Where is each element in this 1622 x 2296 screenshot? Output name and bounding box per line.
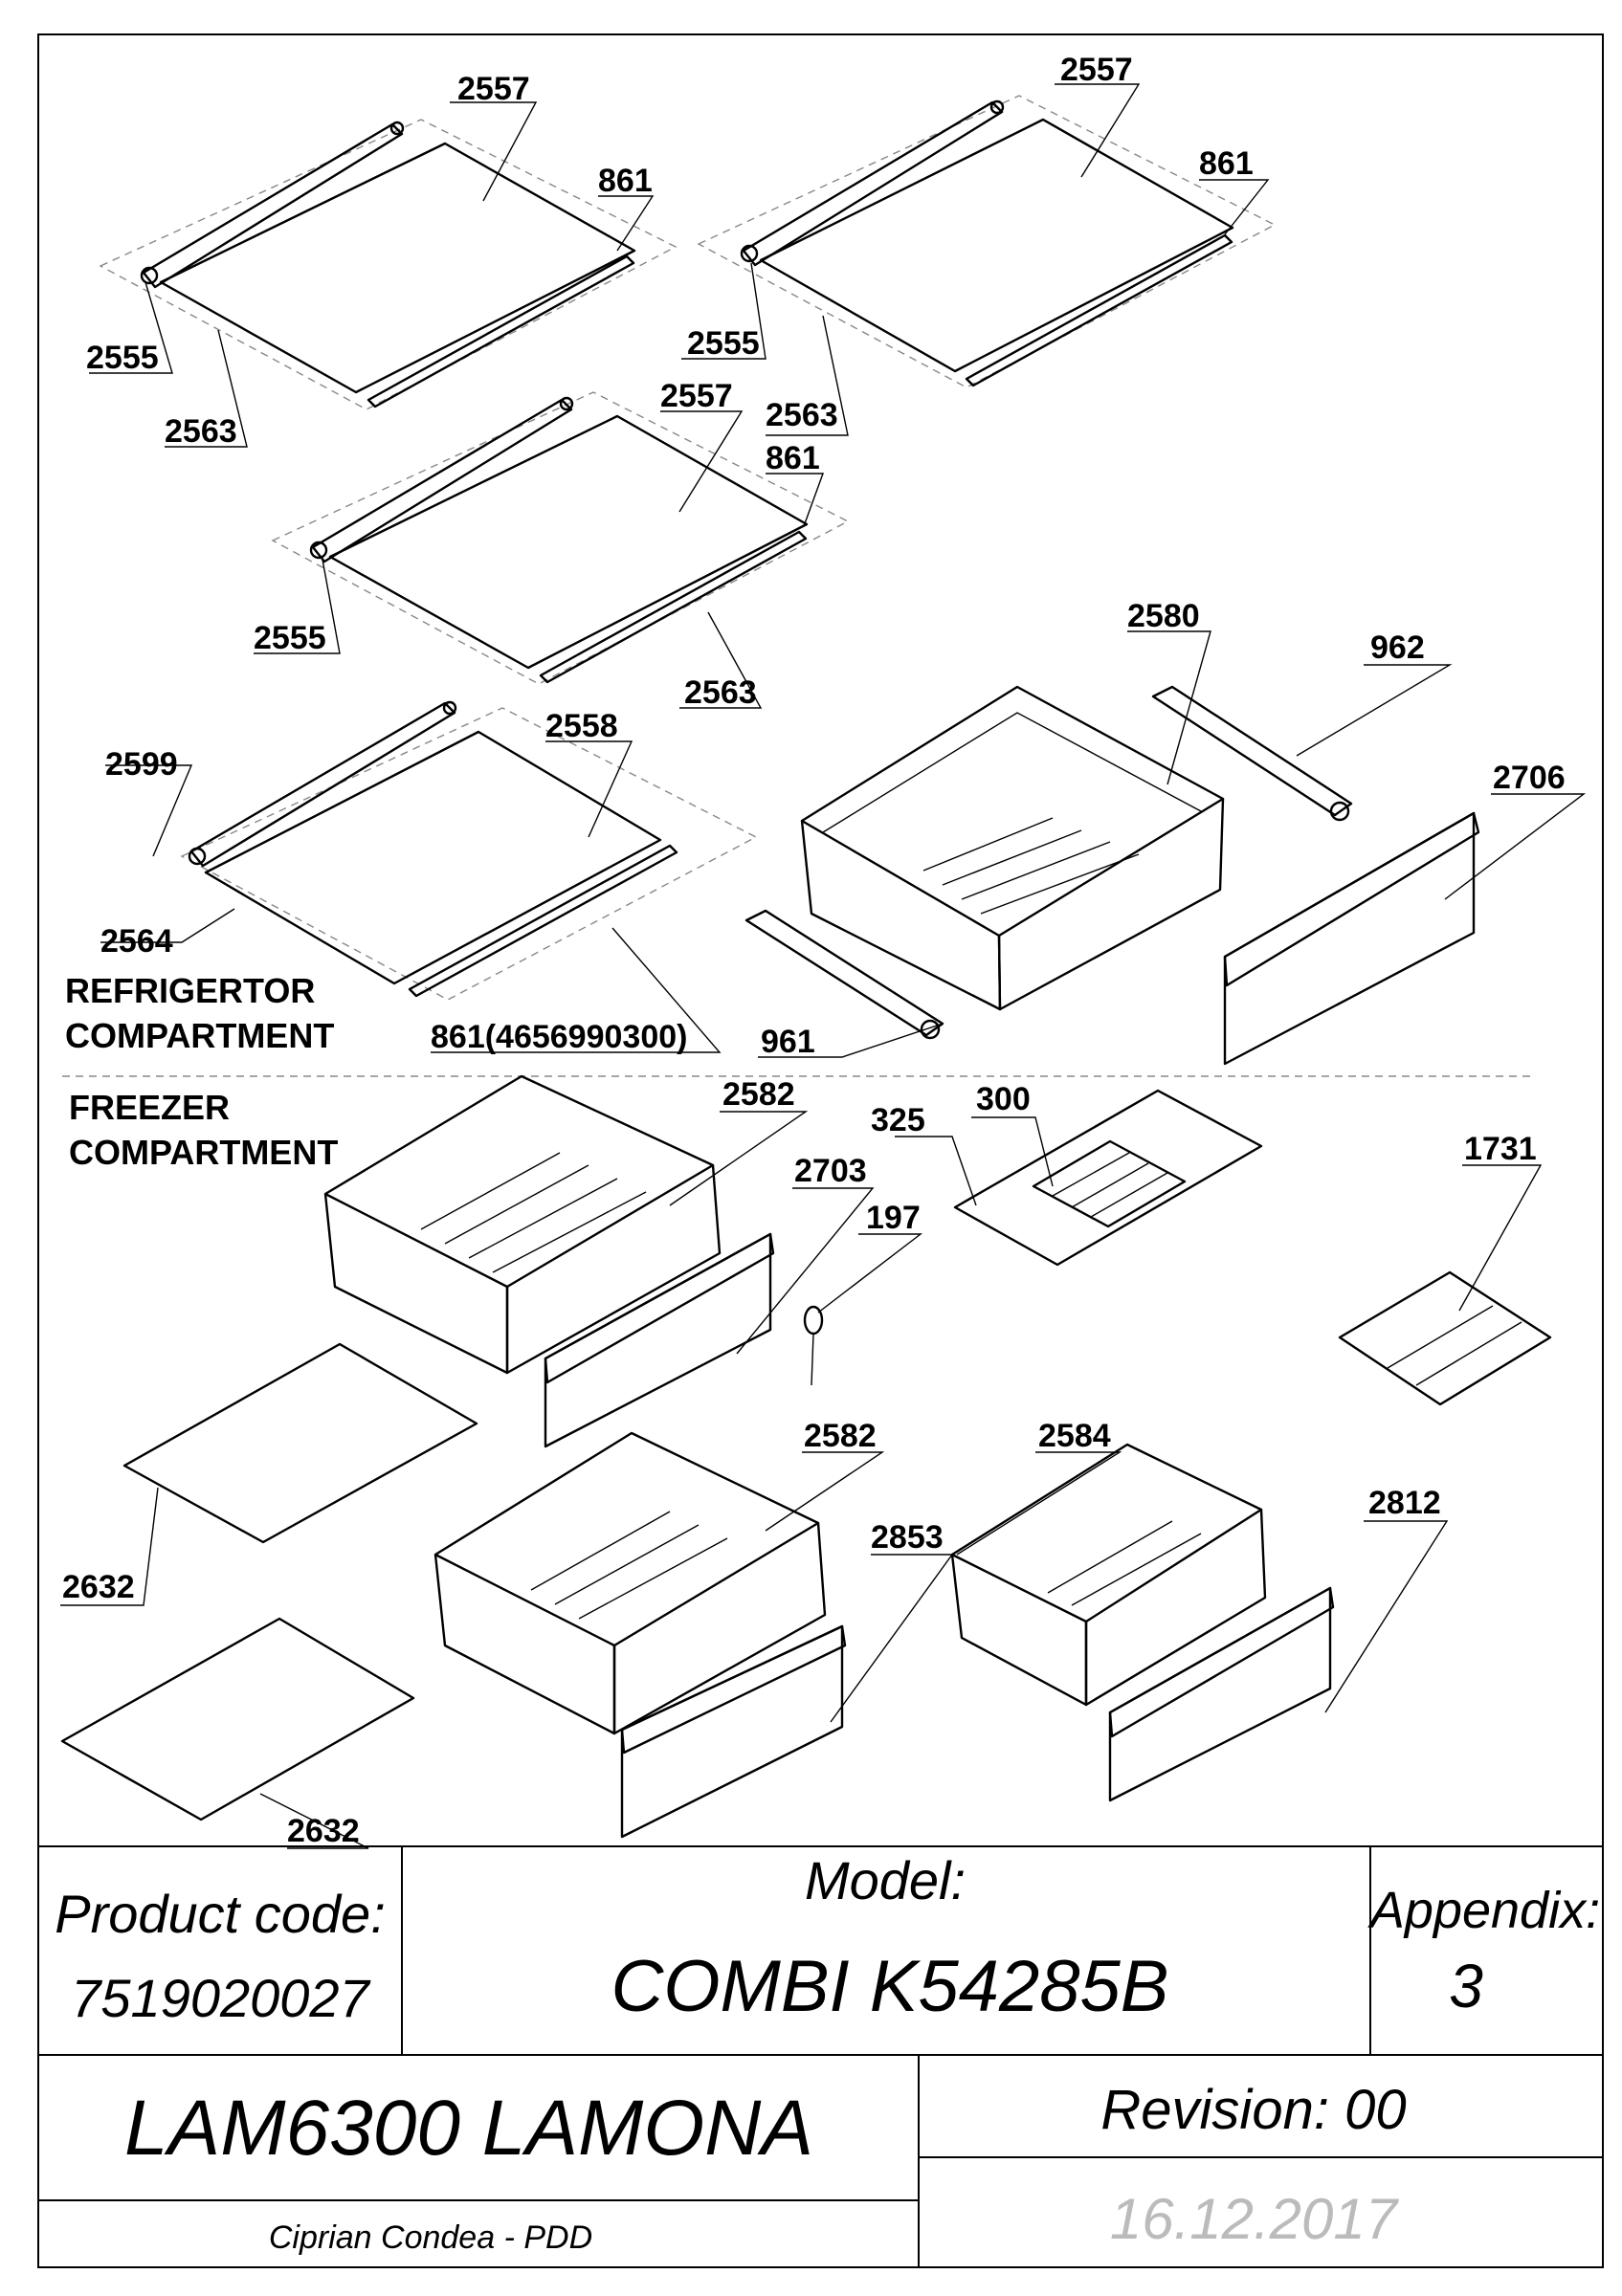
part-label: 2555 (86, 340, 159, 376)
part-label: 861 (598, 163, 653, 199)
glass-shelf-top-right (697, 95, 1277, 388)
glass-plate-lower (60, 1617, 415, 1821)
part-label: 2563 (766, 397, 838, 433)
date: 16.12.2017 (1110, 2187, 1400, 2251)
part-label: 1731 (1464, 1131, 1537, 1167)
freezer-drawer-small (950, 1443, 1267, 1707)
appendix-label: Appendix: (1367, 1882, 1600, 1939)
part-label: 861 (1199, 145, 1254, 182)
part-label: 961 (761, 1024, 815, 1060)
section-label-freezer-line2: COMPARTMENT (69, 1133, 338, 1172)
part-label: 197 (866, 1200, 921, 1236)
freezer-drawer-bottom (433, 1431, 827, 1735)
author: Ciprian Condea - PDD (269, 2219, 592, 2256)
freezer-front-panel-bottom (620, 1624, 847, 1839)
sheet-border (37, 33, 1604, 2268)
glass-shelf-middle (271, 391, 850, 685)
part-label: 2706 (1493, 760, 1566, 796)
model-value: COMBI K54285B (611, 1946, 1169, 2027)
part-label: 2812 (1368, 1485, 1441, 1521)
part-label: 2557 (457, 71, 530, 107)
part-label: 861 (766, 440, 820, 476)
part-label: 2558 (545, 708, 618, 744)
section-label-refrigerator-line2: COMPARTMENT (65, 1016, 334, 1055)
crisper-drawer (800, 685, 1225, 1011)
company-name: LAM6300 LAMONA (124, 2085, 813, 2172)
leader-lines (60, 83, 1587, 1849)
glass-plate-upper (122, 1342, 478, 1544)
part-label: 300 (976, 1081, 1031, 1117)
section-label-freezer-line1: FREEZER (69, 1088, 230, 1127)
part-label: 2853 (871, 1519, 944, 1556)
part-label: 2563 (165, 413, 237, 450)
grid-tray-1731 (1338, 1270, 1552, 1406)
part-label: 2582 (722, 1076, 795, 1113)
drawer-rail-right (1151, 685, 1353, 822)
ice-tray (953, 1089, 1263, 1267)
part-label: 861(4656990300) (431, 1019, 687, 1055)
model-label: Model: (805, 1850, 966, 1910)
part-label: 2555 (687, 325, 760, 362)
part-label: 2557 (1060, 52, 1133, 88)
title-block (38, 1845, 1603, 2267)
revision: Revision: 00 (1100, 2079, 1406, 2141)
product-code-label: Product code: (55, 1884, 386, 1944)
part-label: 2582 (804, 1418, 877, 1454)
glass-shelf-top-left (99, 119, 678, 410)
part-label: 2632 (287, 1813, 360, 1849)
part-label: 2555 (254, 620, 326, 656)
freezer-drawer-top (323, 1074, 722, 1375)
part-label: 2563 (684, 674, 757, 711)
crisper-front-panel (1223, 811, 1480, 1066)
appendix-value: 3 (1449, 1952, 1483, 2020)
part-label: 2703 (794, 1153, 867, 1189)
part-label: 962 (1370, 629, 1425, 666)
small-part-197 (803, 1305, 824, 1386)
product-code-value: 7519020027 (71, 1968, 370, 2028)
section-label-refrigerator-line1: REFRIGERTOR (65, 971, 315, 1010)
part-label: 2580 (1127, 598, 1200, 634)
part-label: 2584 (1038, 1418, 1111, 1454)
part-label: 325 (871, 1102, 925, 1138)
glass-shelf-lower (180, 700, 758, 1001)
freezer-front-panel-small (1108, 1586, 1335, 1802)
freezer-front-panel-top (544, 1232, 775, 1448)
part-label: 2632 (62, 1569, 135, 1605)
part-label: 2599 (105, 746, 178, 783)
part-label: 2557 (660, 378, 733, 414)
part-label: 2564 (100, 923, 173, 960)
